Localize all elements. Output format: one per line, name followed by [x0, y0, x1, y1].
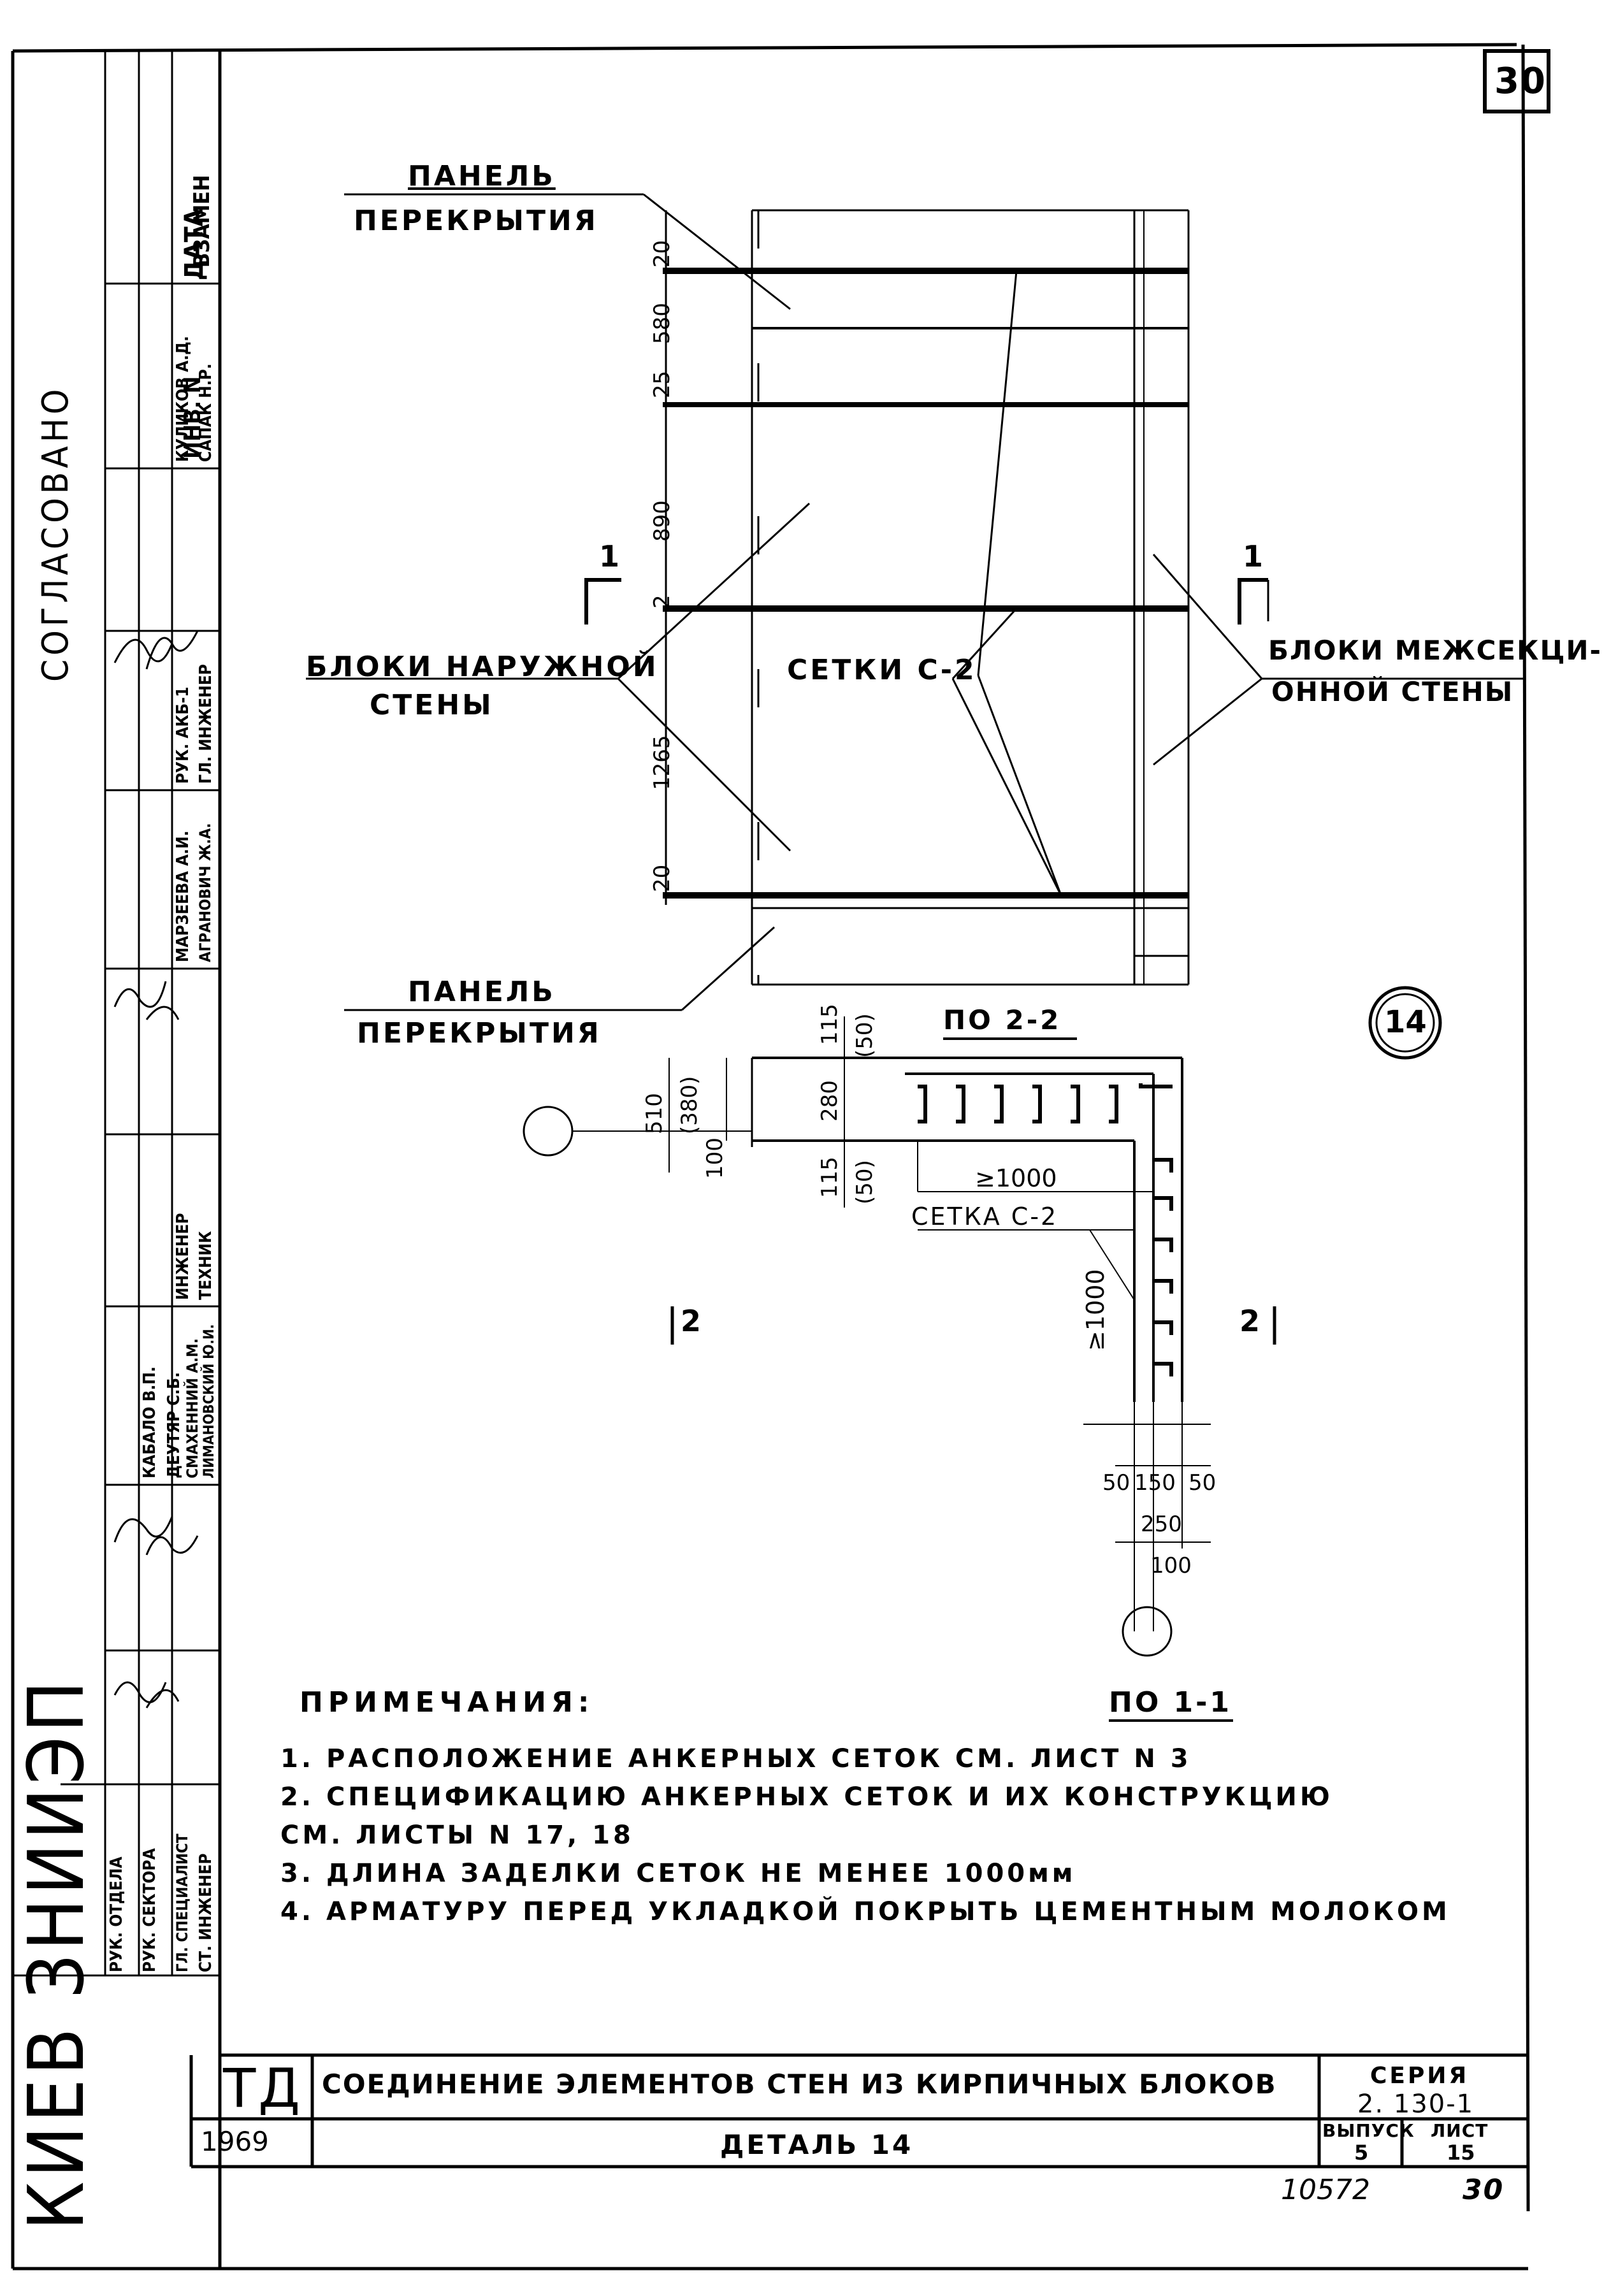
- role-head-of-dept: РУК. ОТДЕЛА: [107, 1856, 126, 1972]
- section-mark-2-right: 2: [1239, 1304, 1263, 1338]
- title-block-subtitle: ДЕТАЛЬ 14: [720, 2129, 914, 2160]
- side-stamp-institute: КИЕВ ЗНИИЭП: [13, 1677, 101, 2230]
- label-inner-wall-2: ОННОЙ СТЕНЫ: [1271, 676, 1514, 707]
- note-2-cont: СМ. ЛИСТЫ N 17, 18: [280, 1821, 634, 1850]
- label-outer-wall-2: СТЕНЫ: [370, 689, 494, 721]
- name-smakhenniy: СМАХЕННИЙ А.М.: [184, 1338, 201, 1478]
- section-mark-1-left: 1: [599, 539, 623, 574]
- corner-sheet-number: 30: [1494, 61, 1547, 102]
- signatures: [113, 630, 199, 1708]
- dim-20-top: 20: [649, 240, 675, 268]
- plan-mesh-label: СЕТКА С-2: [911, 1202, 1058, 1231]
- side-stamp-instead: ВЗАМЕН: [189, 175, 215, 268]
- plan-dim-510: 510: [642, 1093, 667, 1134]
- dim-2: 2: [649, 595, 675, 609]
- name-marzeeva: МАРЗЕЕВА А.И.: [173, 830, 192, 962]
- side-stamp-grid: [13, 51, 220, 1977]
- plan-dim-50-right: 50: [1188, 1470, 1217, 1496]
- title-block-title: СОЕДИНЕНИЕ ЭЛЕМЕНТОВ СТЕН ИЗ КИРПИЧНЫХ Б…: [322, 2069, 1277, 2100]
- sheet-frame: [11, 43, 1530, 2271]
- plan-section: [523, 1016, 1276, 1722]
- plan-min-length-v: ≥1000: [1081, 1269, 1109, 1351]
- plan-dim-50-mid: (50): [852, 1160, 878, 1204]
- role-head-of-sector: РУК. СЕКТОРА: [140, 1848, 159, 1972]
- label-mesh-c2: СЕТКИ С-2: [787, 654, 977, 686]
- plan-dim-50-left: 50: [1102, 1470, 1130, 1496]
- label-panel-bottom-2: ПЕРЕКРЫТИЯ: [357, 1017, 602, 1050]
- name-kabalo: КАБАЛО В.П.: [140, 1366, 159, 1478]
- section-mark-2-left: 2: [681, 1304, 704, 1338]
- label-inner-wall-1: БЛОКИ МЕЖСЕКЦИ-: [1268, 635, 1602, 666]
- axis-circle-bottom: [1122, 1606, 1173, 1657]
- label-panel-bottom-1: ПАНЕЛЬ: [408, 976, 556, 1008]
- role-engineer: ИНЖЕНЕР: [173, 1213, 192, 1300]
- plan-min-length-h: ≥1000: [975, 1164, 1057, 1192]
- side-stamp-approved: СОГЛАСОВАНО: [35, 385, 76, 682]
- role-technician: ТЕХНИК: [196, 1231, 215, 1300]
- dim-20-bottom: 20: [649, 864, 675, 892]
- note-1: 1. РАСПОЛОЖЕНИЕ АНКЕРНЫХ СЕТОК СМ. ЛИСТ …: [280, 1744, 1192, 1773]
- detail-mark-number: 14: [1384, 1004, 1427, 1040]
- note-3: 3. ДЛИНА ЗАДЕЛКИ СЕТОК НЕ МЕНЕЕ 1000мм: [280, 1859, 1076, 1888]
- title-block-series-value: 2. 130-1: [1357, 2090, 1475, 2119]
- corner-number-box: [1483, 49, 1550, 113]
- role-chief-specialist: ГЛ. СПЕЦИАЛИСТ: [173, 1833, 191, 1972]
- name-agranovich: АГРАНОВИЧ Ж.А.: [196, 823, 214, 962]
- title-block-sheet-label: ЛИСТ: [1431, 2120, 1489, 2141]
- label-outer-wall-1: БЛОКИ НАРУЖНОЙ: [306, 651, 659, 683]
- plan-dim-100-bottom: 100: [1150, 1553, 1192, 1578]
- plan-title-1-1: ПО 1-1: [1109, 1686, 1232, 1719]
- plan-dim-280: 280: [817, 1080, 842, 1122]
- role-senior-engineer: СТ. ИНЖЕНЕР: [196, 1853, 215, 1972]
- plan-dim-150: 150: [1134, 1470, 1176, 1496]
- plan-dim-115-mid: 115: [817, 1157, 842, 1198]
- title-block-issue-label: ВЫПУСК: [1322, 2120, 1415, 2141]
- dim-1265: 1265: [649, 735, 675, 790]
- title-block-sheet-value: 15: [1447, 2141, 1475, 2165]
- note-2: 2. СПЕЦИФИКАЦИЮ АНКЕРНЫХ СЕТОК И ИХ КОНС…: [280, 1782, 1333, 1812]
- title-block-issue-value: 5: [1354, 2141, 1369, 2165]
- section-mark-1-right: 1: [1243, 539, 1266, 574]
- name-sapak: САПАК Н.Р.: [196, 363, 215, 462]
- elevation-view: [306, 193, 1523, 1011]
- plan-dim-380: (380): [677, 1076, 702, 1134]
- dim-580: 580: [649, 303, 675, 344]
- plan-dim-115-top: 115: [817, 1004, 842, 1045]
- name-kulikov: КУЛИКОВ А.Д.: [173, 336, 192, 462]
- name-deutyar: ДЕУТЯР С.Б.: [164, 1372, 184, 1478]
- dim-25: 25: [649, 370, 675, 398]
- bottom-archive-code: 10572: [1281, 2174, 1370, 2206]
- role-head-akb: РУК. АКБ-1: [173, 686, 192, 784]
- role-chief-engineer: ГЛ. ИНЖЕНЕР: [196, 664, 215, 784]
- notes-heading: ПРИМЕЧАНИЯ:: [300, 1686, 595, 1719]
- axis-circle-left: [523, 1106, 574, 1157]
- dim-890: 890: [649, 500, 675, 542]
- plan-title-2-2: ПО 2-2: [943, 1004, 1062, 1036]
- title-block-org-mark: ТД: [223, 2057, 303, 2119]
- plan-dim-100: 100: [702, 1137, 728, 1179]
- title-block-series-label: СЕРИЯ: [1370, 2063, 1470, 2089]
- plan-dim-250: 250: [1141, 1512, 1182, 1537]
- detail-circle: [1368, 986, 1442, 1060]
- label-panel-top-1: ПАНЕЛЬ: [408, 160, 556, 192]
- note-4: 4. АРМАТУРУ ПЕРЕД УКЛАДКОЙ ПОКРЫТЬ ЦЕМЕН…: [280, 1897, 1450, 1926]
- title-block-grid: [189, 2053, 1528, 2169]
- name-limanovskiy: ЛИМАНОВСКИЙ Ю.И.: [201, 1324, 217, 1478]
- label-panel-top-2: ПЕРЕКРЫТИЯ: [354, 205, 598, 237]
- title-block-year: 1969: [201, 2126, 269, 2157]
- bottom-sheet-number: 30: [1463, 2174, 1505, 2206]
- plan-dim-50-top: (50): [852, 1013, 878, 1058]
